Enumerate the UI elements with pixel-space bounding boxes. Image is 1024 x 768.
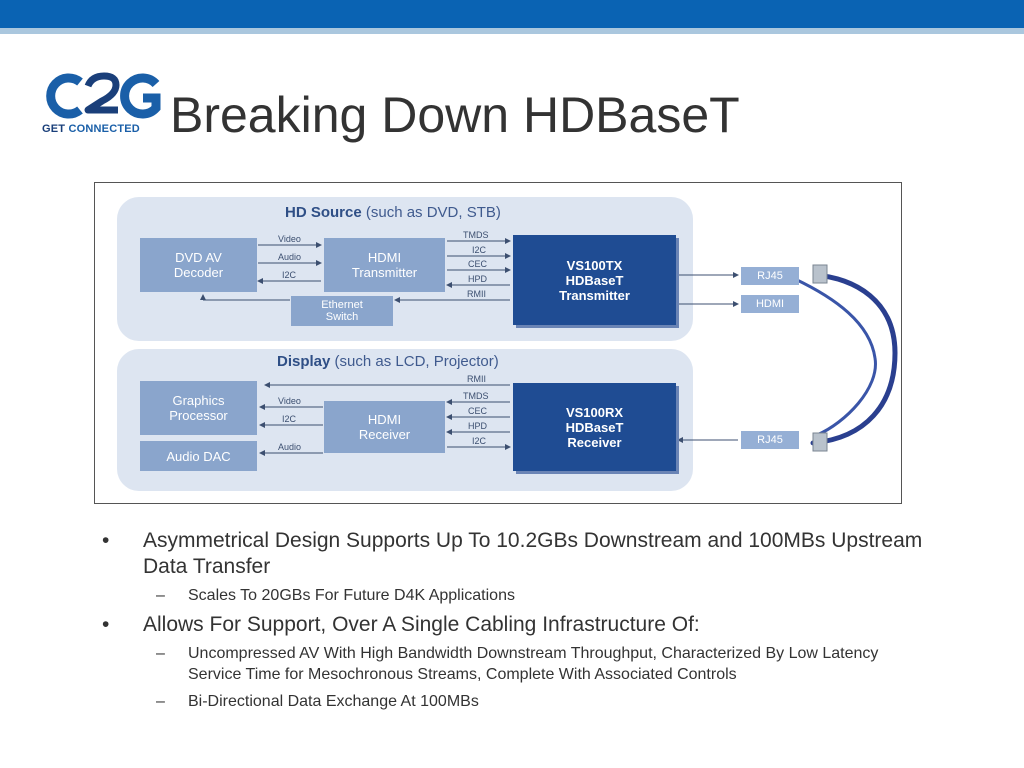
signal-label: RMII xyxy=(467,289,486,299)
signal-label: TMDS xyxy=(463,230,489,240)
bullet-item: Asymmetrical Design Supports Up To 10.2G… xyxy=(100,528,930,580)
signal-label: Audio xyxy=(278,442,302,452)
sub-bullet-item: Uncompressed AV With High Bandwidth Down… xyxy=(100,643,930,685)
graphics-processor-block: Graphics Processor xyxy=(140,381,257,435)
header-accent-line xyxy=(0,28,1024,34)
signal-label: HPD xyxy=(468,421,488,431)
dvd-av-decoder-block: DVD AV Decoder xyxy=(140,238,257,292)
rj45-plug-top xyxy=(812,264,828,284)
header-bar xyxy=(0,0,1024,28)
signal-label: Audio xyxy=(278,252,302,262)
vs100tx-block: VS100TX HDBaseT Transmitter xyxy=(513,235,676,325)
ethernet-switch-block: Ethernet Switch xyxy=(291,296,393,326)
slide-title: Breaking Down HDBaseT xyxy=(170,87,740,143)
signal-label: I2C xyxy=(472,245,487,255)
display-panel-title: Display (such as LCD, Projector) xyxy=(277,353,499,370)
signal-label: CEC xyxy=(468,406,488,416)
sub-bullet-item: Scales To 20GBs For Future D4K Applicati… xyxy=(100,585,930,606)
audio-dac-block: Audio DAC xyxy=(140,441,257,471)
bullet-item: Allows For Support, Over A Single Cablin… xyxy=(100,612,930,638)
signal-label: I2C xyxy=(472,436,487,446)
sub-bullet-item: Bi-Directional Data Exchange At 100MBs xyxy=(100,691,930,712)
signal-label: RMII xyxy=(467,374,486,384)
network-cable xyxy=(810,272,898,446)
network-cable-loop xyxy=(793,277,877,437)
hdmi-receiver-block: HDMI Receiver xyxy=(324,401,445,453)
logo-caption: GET CONNECTED xyxy=(42,123,140,135)
hdbaset-block-diagram: HD Source (such as DVD, STB) Display (su… xyxy=(94,182,902,504)
source-panel-title: HD Source (such as DVD, STB) xyxy=(285,204,501,221)
signal-label: I2C xyxy=(282,270,297,280)
vs100rx-block: VS100RX HDBaseT Receiver xyxy=(513,383,676,471)
rj45-port-top: RJ45 xyxy=(741,267,799,285)
signal-label: HPD xyxy=(468,274,488,284)
bullet-list: Asymmetrical Design Supports Up To 10.2G… xyxy=(100,528,930,718)
rj45-plug-bottom xyxy=(812,432,828,452)
c2g-logo: GET CONNECTED xyxy=(42,70,164,138)
signal-label: Video xyxy=(278,396,301,406)
signal-label: Video xyxy=(278,234,301,244)
hdmi-transmitter-block: HDMI Transmitter xyxy=(324,238,445,292)
c2g-logo-mark xyxy=(46,72,161,119)
hdmi-port: HDMI xyxy=(741,295,799,313)
signal-label: CEC xyxy=(468,259,488,269)
signal-label: I2C xyxy=(282,414,297,424)
rj45-port-bottom: RJ45 xyxy=(741,431,799,449)
signal-label: TMDS xyxy=(463,391,489,401)
